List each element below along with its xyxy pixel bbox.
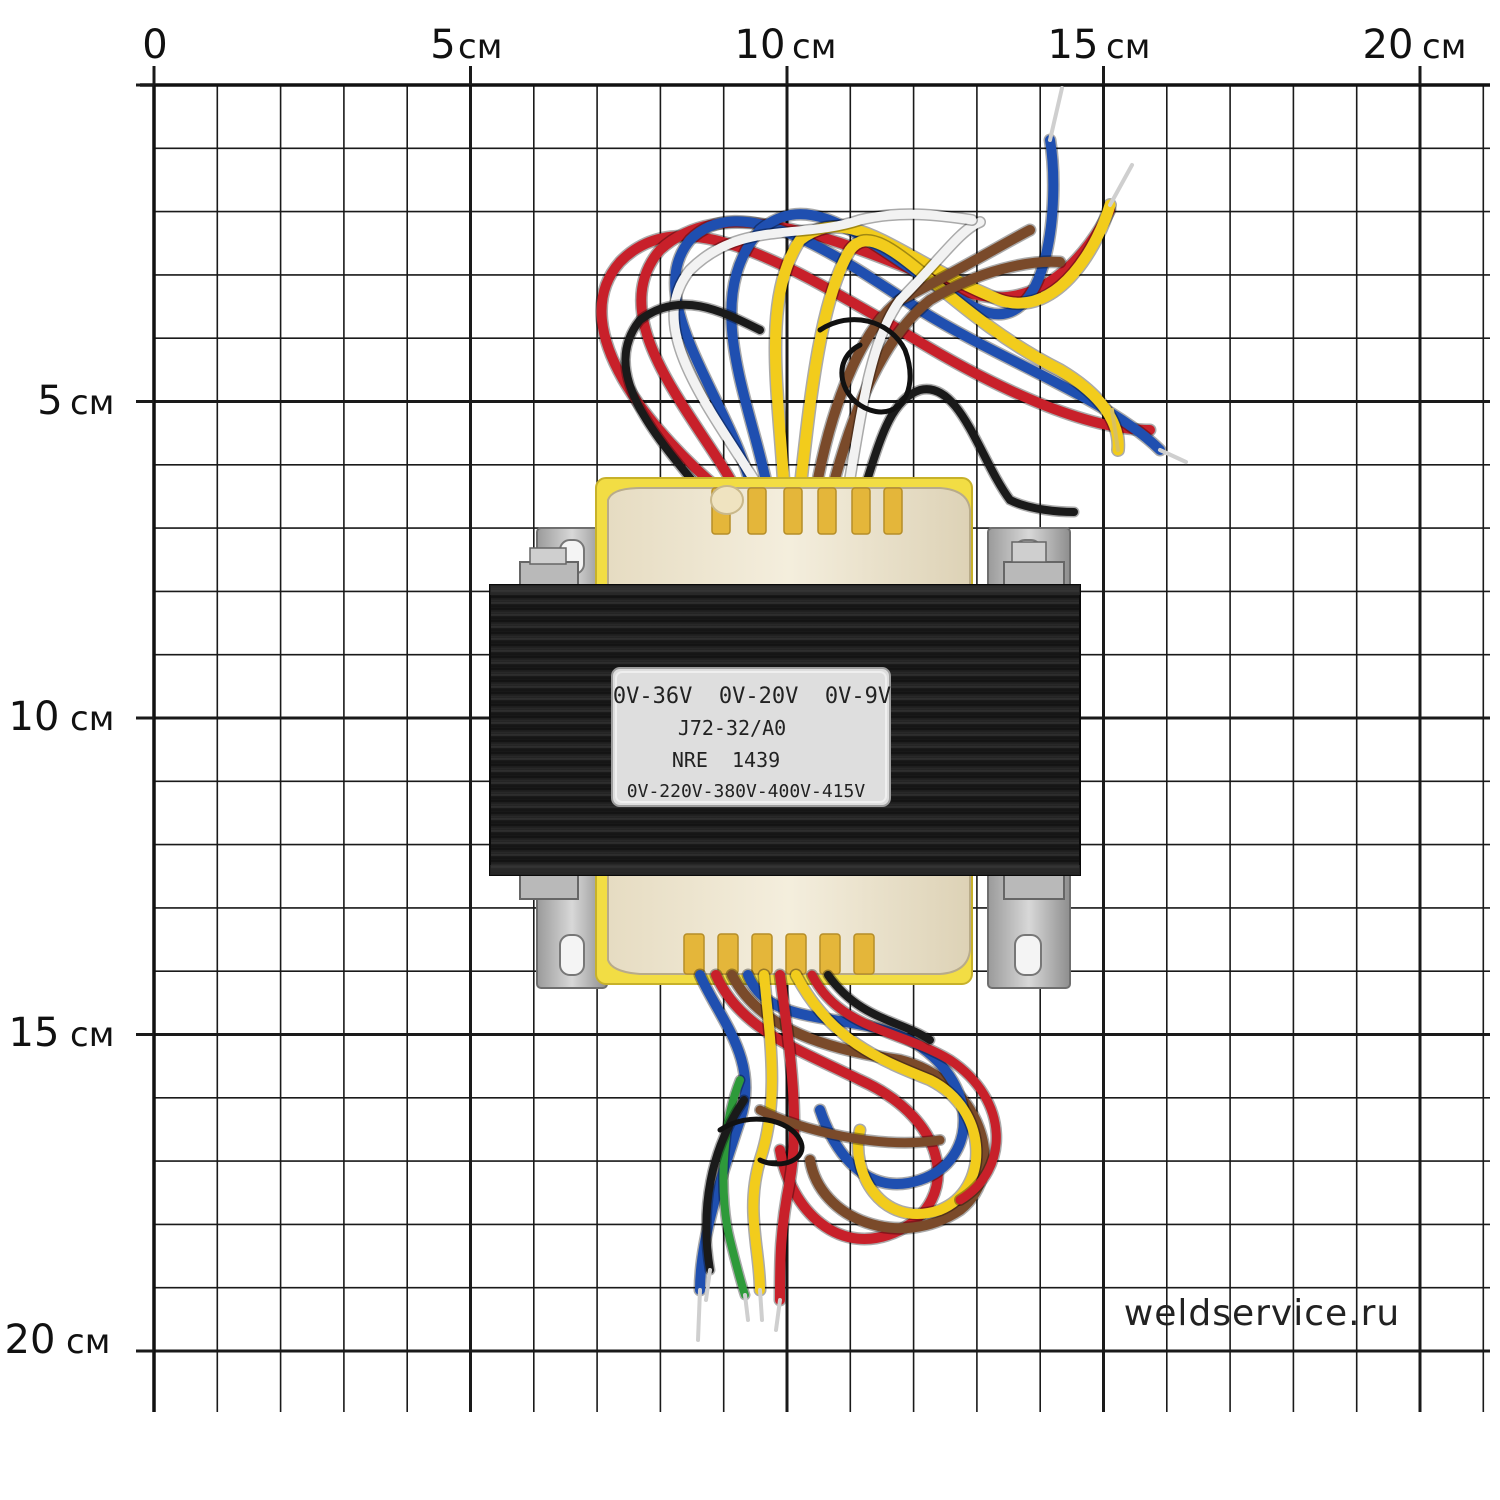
y-tick-unit-5: см (70, 383, 114, 423)
x-tick-unit-20: см (1422, 27, 1466, 67)
bobbin-slot (785, 933, 807, 975)
wire (702, 1096, 748, 1274)
stripped-wire-end (758, 1288, 764, 1322)
stripped-wire-end (1048, 86, 1064, 142)
wire (824, 971, 934, 1044)
bobbin-slot (783, 487, 803, 535)
wire (860, 385, 1078, 516)
y-tick-label-5: 5 (37, 378, 62, 424)
x-tick-label-10: 10 (735, 22, 786, 68)
stripped-wire-end (1158, 448, 1188, 464)
wire (669, 209, 977, 495)
wire (827, 256, 1065, 495)
stripped-wire-end (1108, 163, 1134, 207)
wire (791, 970, 982, 1219)
bobbin-slot (683, 933, 705, 975)
x-tick-label-15: 15 (1048, 22, 1099, 68)
bobbin-slot (751, 933, 773, 975)
x-tick-label-0: 0 (142, 22, 167, 68)
ruler-tick-marks (136, 66, 1422, 1353)
bobbin-slot (717, 933, 739, 975)
cable-tie (817, 317, 913, 415)
grid-major-lines (140, 83, 1490, 1412)
wire (775, 970, 800, 1305)
nameplate-line-inputs: 0V-220V-380V-400V-415V (627, 781, 866, 802)
wire (794, 235, 1124, 496)
x-tick-label-5: 5 (430, 22, 455, 68)
bobbin-top (607, 485, 971, 593)
lower-wire-bundle (693, 968, 1003, 1342)
stripped-wire-end (774, 1298, 782, 1332)
y-tick-unit-15: см (70, 1015, 114, 1055)
stripped-wire-end (1110, 408, 1120, 452)
wire (843, 217, 985, 495)
upper-wire-bundle (595, 86, 1188, 518)
wire (769, 199, 1116, 496)
y-tick-unit-10: см (70, 699, 114, 739)
bobbin-slot (819, 933, 841, 975)
cable-tie (717, 1116, 805, 1167)
y-tick-label-20: 20 (5, 1317, 56, 1363)
nameplate-line-model: J72-32/A0 (678, 716, 786, 740)
bobbin-slot (817, 487, 837, 535)
x-axis-labels: 0 5 см 10 см 15 см 20 см (142, 22, 1466, 68)
y-tick-label-10: 10 (9, 694, 60, 740)
stripped-wire-end (704, 1268, 712, 1302)
nameplate-line-outputs: 0V-36V 0V-20V 0V-9V (613, 684, 891, 709)
y-axis-labels: 5 см 10 см 15 см 20 см (5, 378, 115, 1363)
x-tick-unit-5: см (458, 27, 502, 67)
stripped-wire-end (696, 1288, 702, 1342)
watermark: weldservice.ru (1124, 1293, 1400, 1334)
wire (711, 970, 943, 1244)
transformer: 0V-36V 0V-20V 0V-9V J72-32/A0 NRE 1439 0… (489, 86, 1188, 1342)
y-tick-label-15: 15 (9, 1010, 60, 1056)
wire (621, 300, 764, 494)
bobbin-slot (851, 487, 871, 535)
bobbin-slot (853, 933, 875, 975)
y-tick-unit-20: см (66, 1322, 110, 1362)
bobbin-bottom (607, 871, 971, 975)
stripped-wire-end (743, 1293, 750, 1322)
x-tick-unit-10: см (792, 27, 836, 67)
bobbin-slot (747, 487, 767, 535)
nameplate: 0V-36V 0V-20V 0V-9V J72-32/A0 NRE 1439 0… (611, 667, 891, 807)
wire (727, 970, 990, 1234)
wire (807, 970, 1001, 1205)
nameplate-line-serial: NRE 1439 (672, 748, 780, 772)
x-tick-unit-15: см (1106, 27, 1150, 67)
bobbin-slot (883, 487, 903, 535)
wire (755, 1105, 945, 1148)
x-tick-label-20: 20 (1363, 22, 1414, 68)
